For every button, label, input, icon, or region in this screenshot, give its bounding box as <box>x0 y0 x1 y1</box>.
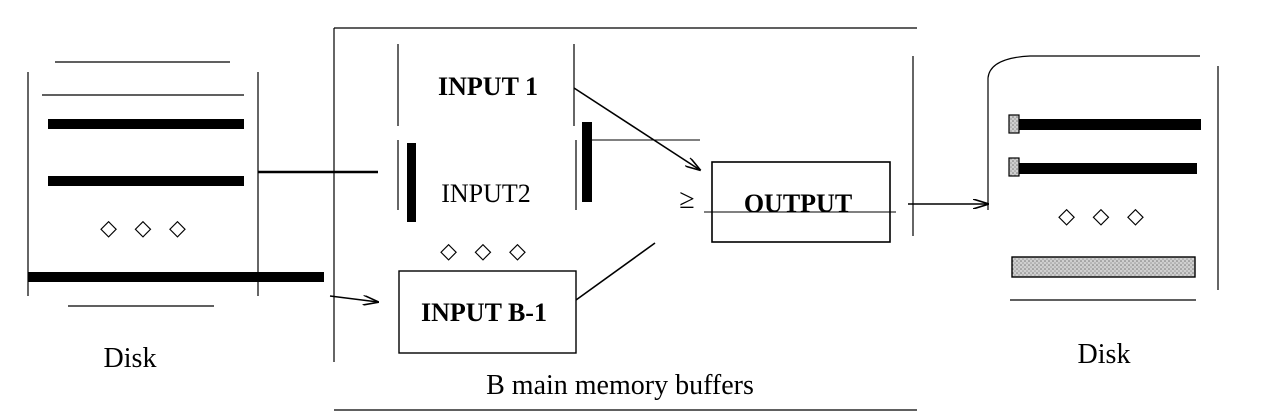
left-disk-run-3 <box>28 272 324 282</box>
input-b1-buffer: INPUT B-1 <box>398 270 577 354</box>
input-2-label: INPUT2 <box>441 179 531 208</box>
right-disk-run-1-marker <box>1008 114 1020 134</box>
right-disk-run-partial <box>1011 256 1196 278</box>
right-disk: ◇ ◇ ◇ <box>987 55 1219 301</box>
left-disk-label: Disk <box>104 343 157 374</box>
right-disk-run-2 <box>1019 163 1197 174</box>
disk-to-inputb1-arrow <box>329 296 378 302</box>
right-disk-ellipsis: ◇ ◇ ◇ <box>1058 203 1150 228</box>
input-b1-to-output-line <box>575 242 656 301</box>
buffers-caption: B main memory buffers <box>486 370 754 401</box>
memory-buffers-region <box>333 27 917 411</box>
left-disk-ellipsis: ◇ ◇ ◇ <box>100 215 192 240</box>
input-1-pointer-bar <box>582 122 592 202</box>
input-2-pointer-bar <box>407 143 416 222</box>
output-buffer: OUTPUT <box>704 161 896 243</box>
input-b1-label: INPUT B-1 <box>421 298 547 327</box>
left-disk-run-2 <box>48 176 244 186</box>
right-disk-run-2-marker <box>1008 157 1020 177</box>
right-disk-run-1 <box>1019 119 1201 130</box>
left-disk-run-1 <box>48 119 244 129</box>
output-label: OUTPUT <box>744 189 852 218</box>
buffers-ellipsis: ◇ ◇ ◇ <box>440 238 532 263</box>
left-disk: ◇ ◇ ◇ <box>27 61 324 307</box>
input-1-to-output-arrow <box>573 87 700 170</box>
comparison-symbol: ≥ <box>679 184 694 215</box>
input-1-label: INPUT 1 <box>438 72 538 101</box>
input-2-buffer: INPUT2 <box>397 140 577 222</box>
input-1-buffer: INPUT 1 <box>397 44 575 126</box>
right-disk-label: Disk <box>1078 339 1131 370</box>
